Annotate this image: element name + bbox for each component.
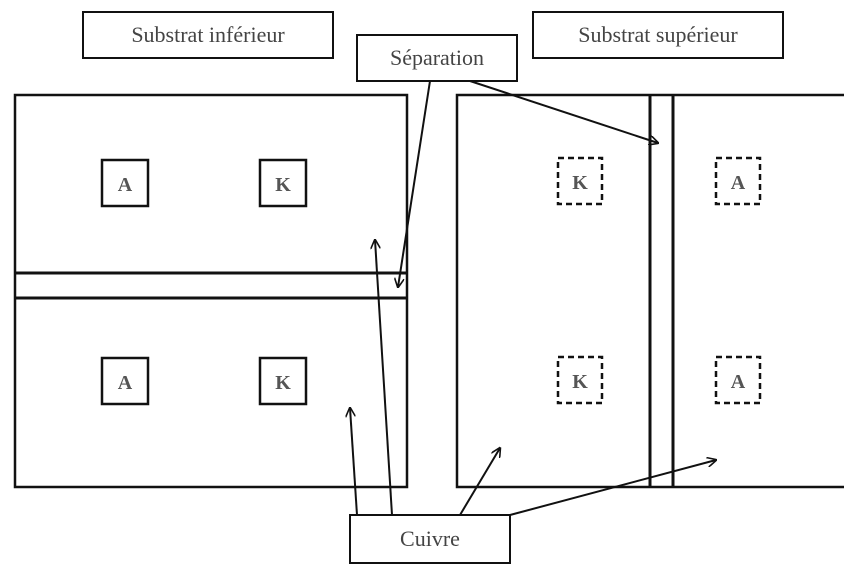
pad-lower-top-right: K <box>258 158 308 208</box>
label-separation: Séparation <box>356 34 518 82</box>
cuivre-arrow-lower-top <box>375 240 393 516</box>
cuivre-arrow-upper-left <box>459 448 500 516</box>
pad-upper-top-right: A <box>714 156 762 206</box>
label-substrat-inferieur: Substrat inférieur <box>82 11 334 59</box>
cuivre-arrows <box>350 240 716 516</box>
pad-label: K <box>572 371 588 393</box>
label-text: Cuivre <box>400 526 460 551</box>
pad-lower-top-left: A <box>100 158 150 208</box>
pad-lower-bottom-left: A <box>100 356 150 406</box>
pad-upper-bottom-left: K <box>556 355 604 405</box>
pad-label: A <box>118 174 133 196</box>
pad-upper-top-left: K <box>556 156 604 206</box>
pad-label: A <box>731 172 746 194</box>
separation-arrows <box>398 80 658 287</box>
pad-lower-bottom-right: K <box>258 356 308 406</box>
label-cuivre: Cuivre <box>349 514 511 564</box>
label-text: Substrat supérieur <box>578 22 738 47</box>
pad-label: K <box>572 172 588 194</box>
cuivre-arrow-upper-right <box>509 460 716 516</box>
pad-label: A <box>731 371 746 393</box>
cuivre-arrow-lower-bottom <box>350 408 358 516</box>
lower-substrate: A K A K <box>13 93 409 489</box>
upper-substrate: K A K A <box>455 93 844 489</box>
label-substrat-superieur: Substrat supérieur <box>532 11 784 59</box>
pad-label: K <box>275 174 291 196</box>
separation-arrow-to-upper <box>469 80 658 143</box>
label-text: Substrat inférieur <box>131 22 285 47</box>
separation-arrow-to-lower <box>398 80 431 287</box>
pad-label: K <box>275 372 291 394</box>
lower-substrate-outline <box>13 93 409 489</box>
pad-label: A <box>118 372 133 394</box>
pad-upper-bottom-right: A <box>714 355 762 405</box>
upper-substrate-outline <box>455 93 844 489</box>
label-text: Séparation <box>390 45 484 70</box>
